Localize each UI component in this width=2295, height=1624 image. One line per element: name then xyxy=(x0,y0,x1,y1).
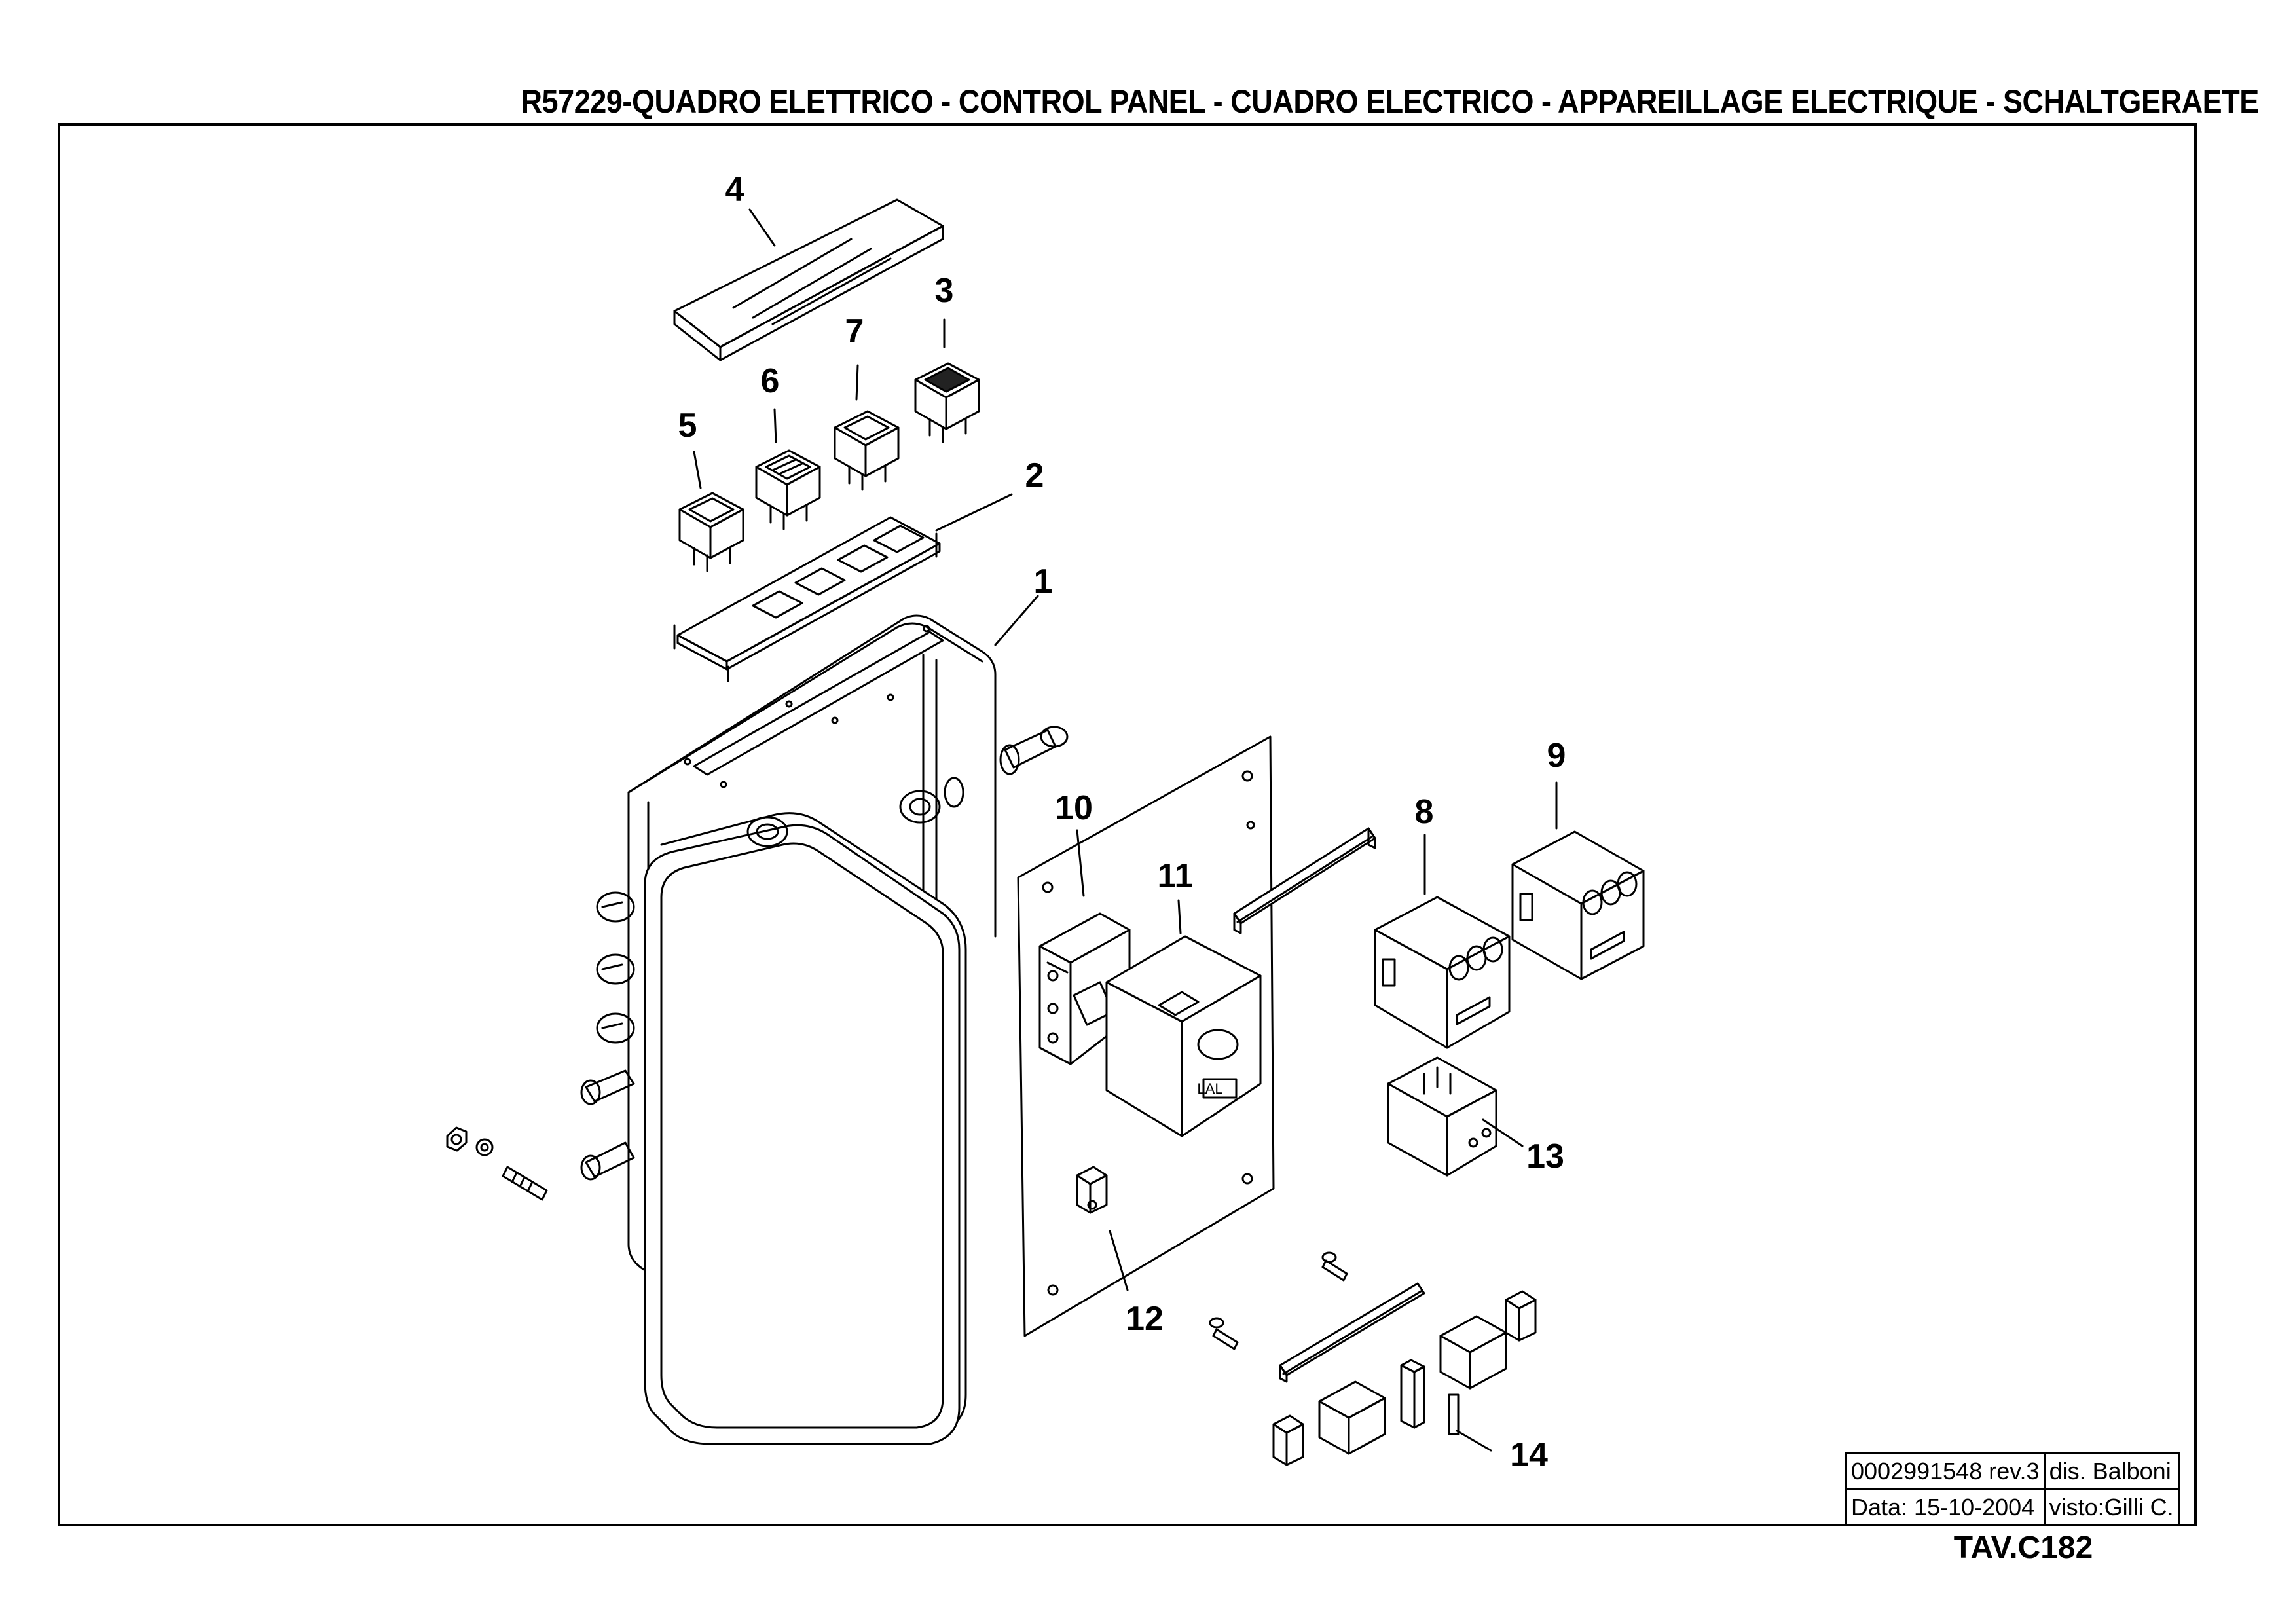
callout-4: 4 xyxy=(725,171,744,209)
relay-brand-label: LAL xyxy=(1197,1080,1222,1097)
title-block: 0002991548 rev.3 dis. Balboni Data: 15-1… xyxy=(1845,1452,2180,1526)
switch-plate-part-2 xyxy=(673,516,941,682)
switch-part-3 xyxy=(914,362,980,443)
cable-glands xyxy=(580,726,1069,1181)
drawn-by: dis. Balboni xyxy=(2043,1452,2180,1490)
switch-part-5 xyxy=(678,492,744,572)
contactor-part-9 xyxy=(1511,830,1645,980)
bracket-part-12 xyxy=(1076,1166,1108,1214)
callout-3: 3 xyxy=(934,272,954,310)
callout-5: 5 xyxy=(678,407,697,445)
din-rail-upper xyxy=(1233,827,1376,934)
drawing-frame xyxy=(58,123,2197,1526)
drawing-number: 0002991548 rev.3 xyxy=(1845,1452,2046,1490)
callout-8: 8 xyxy=(1414,793,1434,831)
callout-10: 10 xyxy=(1055,789,1093,827)
callout-9: 9 xyxy=(1547,737,1566,775)
callout-1: 1 xyxy=(1033,563,1053,600)
drawing-title: R57229-QUADRO ELETTRICO - CONTROL PANEL … xyxy=(521,83,2260,120)
callout-2: 2 xyxy=(1025,456,1044,494)
drawing-date: Data: 15-10-2004 xyxy=(1845,1488,2046,1526)
callout-11: 11 xyxy=(1157,857,1194,895)
checked-by: visto:Gilli C. xyxy=(2043,1488,2180,1526)
contactor-part-8 xyxy=(1374,896,1511,1049)
relay-part-11 xyxy=(1105,935,1262,1137)
fastener-set xyxy=(446,1126,548,1201)
enclosure-lid xyxy=(644,812,967,1445)
terminal-strip-part-14 xyxy=(1209,1251,1537,1466)
callout-12: 12 xyxy=(1126,1300,1164,1338)
sheet-id: TAV.C182 xyxy=(1953,1530,2093,1565)
leader-lines xyxy=(693,208,1558,1452)
callout-7: 7 xyxy=(845,312,864,350)
switch-part-6 xyxy=(755,449,821,530)
switch-part-7 xyxy=(834,410,900,491)
callout-13: 13 xyxy=(1526,1137,1564,1175)
callout-6: 6 xyxy=(760,362,780,400)
overload-relay-part-13 xyxy=(1387,1056,1497,1177)
callout-14: 14 xyxy=(1510,1436,1548,1474)
cover-strip-part-4 xyxy=(673,198,944,361)
